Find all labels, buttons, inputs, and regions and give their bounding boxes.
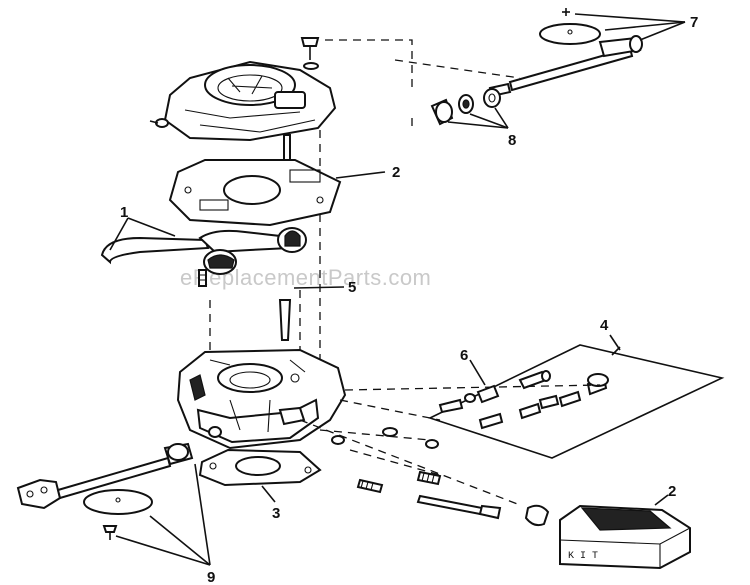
needle-valve	[198, 269, 207, 287]
top-screw	[300, 37, 320, 70]
bushings	[430, 88, 501, 126]
throttle-disc	[83, 489, 153, 515]
idle-spring	[416, 470, 502, 520]
washers-mid	[331, 427, 439, 449]
base-gasket	[198, 448, 322, 487]
kit-box: K I T	[559, 504, 691, 570]
callout-6-part: 6	[460, 347, 468, 364]
callout-2-kit-box: 2	[668, 483, 676, 500]
pin-5	[278, 286, 345, 341]
gasket	[168, 159, 342, 227]
choke-plate	[539, 23, 601, 45]
throttle-lever	[16, 442, 194, 510]
callout-9-throttle: 9	[207, 569, 215, 585]
callout-7-choke: 7	[690, 14, 698, 31]
callout-1-float: 1	[120, 204, 128, 221]
idle-screw	[356, 478, 384, 494]
idle-knob	[524, 504, 550, 527]
float-assembly	[100, 227, 307, 275]
callout-2-gasket: 2	[392, 164, 400, 181]
callout-8-bushings: 8	[508, 132, 516, 149]
carburetor-body	[176, 348, 347, 450]
side-screw	[149, 118, 169, 128]
kit-jets	[438, 370, 609, 430]
horn-pin	[283, 134, 291, 161]
disc-screw	[102, 525, 118, 540]
air-horn-cover	[163, 60, 337, 142]
callout-3-base-gasket: 3	[272, 505, 280, 522]
callout-4-kit: 4	[600, 317, 609, 334]
kit-box-label: K I T	[568, 551, 598, 562]
callout-5-pin: 5	[348, 279, 356, 296]
choke-screw	[562, 8, 570, 16]
kit-part-6	[464, 384, 500, 404]
choke-shaft	[488, 35, 643, 98]
